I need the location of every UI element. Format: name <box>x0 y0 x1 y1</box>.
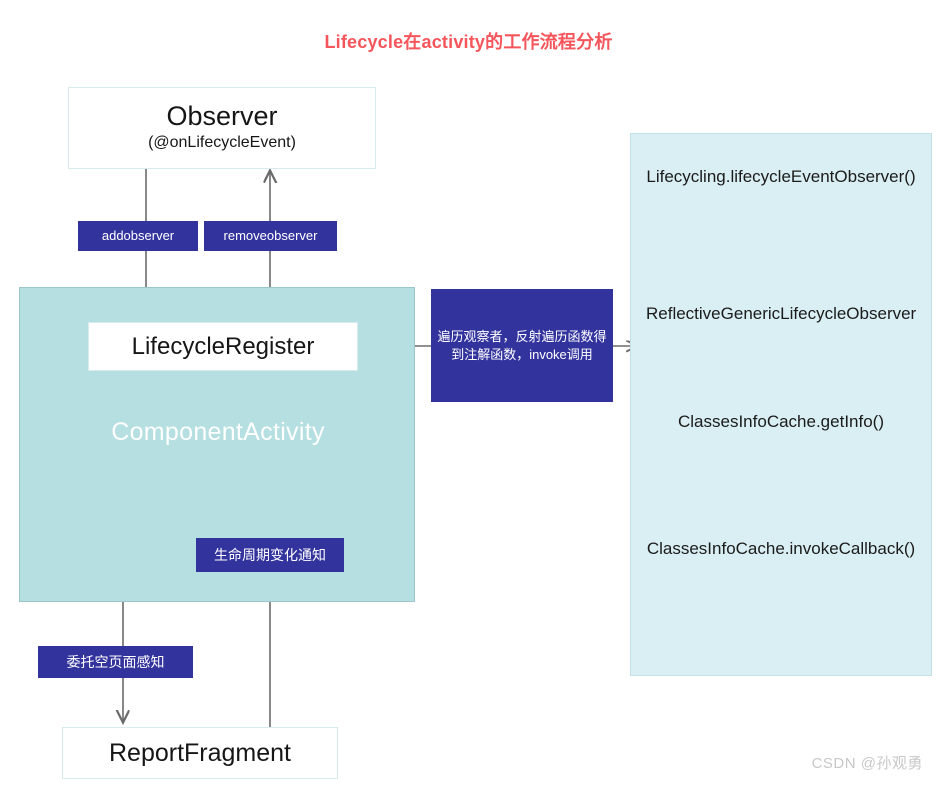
component-activity-label: ComponentActivity <box>111 418 325 446</box>
badge-removeobserver[interactable]: removeobserver <box>204 221 337 251</box>
watermark: CSDN @孙观勇 <box>811 755 923 772</box>
node-report-fragment[interactable]: ReportFragment <box>62 727 338 779</box>
node-lifecycle-register[interactable]: LifecycleRegister <box>88 322 358 371</box>
badge-delegate-empty-page[interactable]: 委托空页面感知 <box>38 646 193 678</box>
badge-addobserver[interactable]: addobserver <box>78 221 198 251</box>
step-classesinfocache-invokecallback: ClassesInfoCache.invokeCallback() <box>646 539 916 558</box>
step-lifecycling-event-observer: Lifecycling.lifecycleEventObserver() <box>646 167 916 186</box>
observer-title: Observer <box>166 101 278 132</box>
badge-lifecycle-change-notify[interactable]: 生命周期变化通知 <box>196 538 344 572</box>
observer-subtitle: (@onLifecycleEvent) <box>148 133 296 151</box>
lifecycle-dispatch-panel[interactable] <box>630 133 932 676</box>
step-reflective-generic-observer: ReflectiveGenericLifecycleObserver <box>646 304 917 323</box>
step-classesinfocache-getinfo: ClassesInfoCache.getInfo() <box>678 412 884 431</box>
page-title: Lifecycle在activity的工作流程分析 <box>324 32 613 52</box>
badge-traverse-observers[interactable]: 遍历观察者，反射遍历函数得到注解函数，invoke调用 <box>431 289 613 402</box>
node-observer[interactable]: Observer (@onLifecycleEvent) <box>68 87 376 169</box>
